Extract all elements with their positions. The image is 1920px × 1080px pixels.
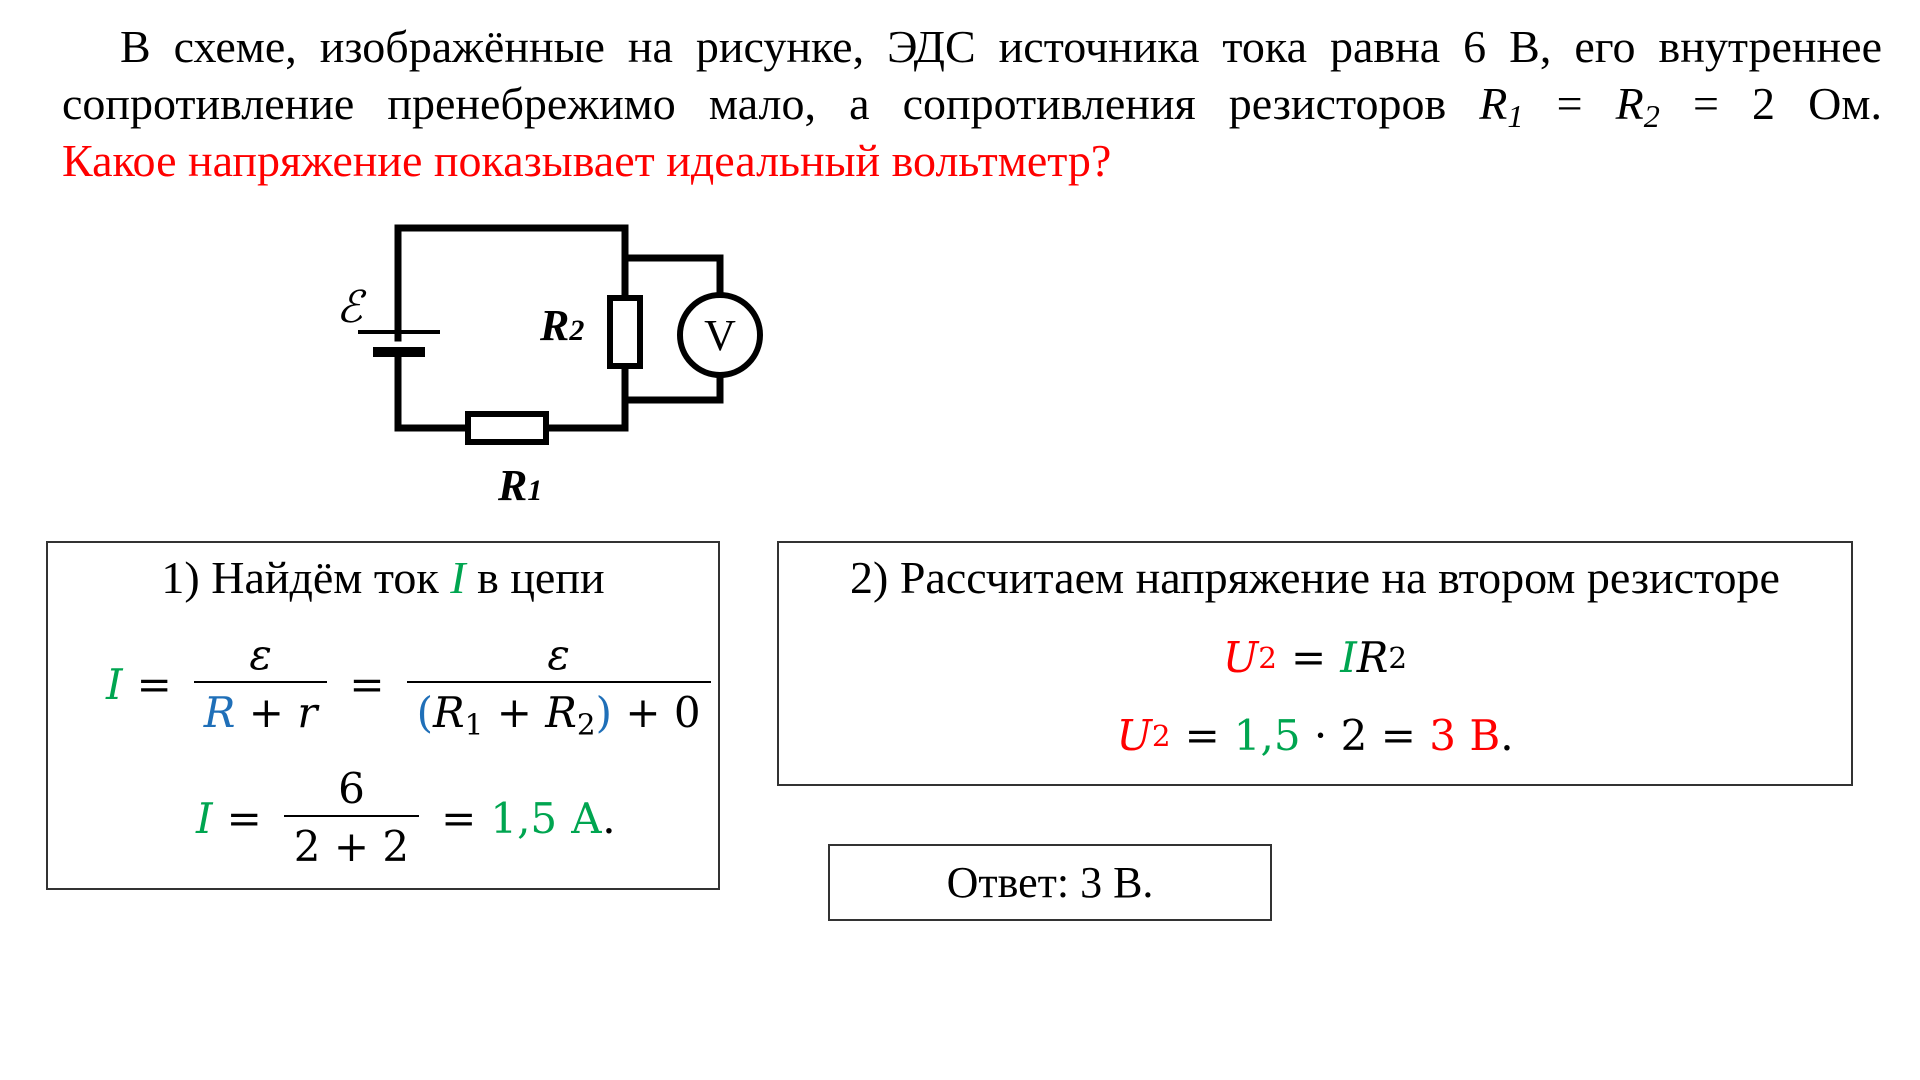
fraction-numerator: ε <box>249 630 272 679</box>
step-1-title-var: I <box>450 552 466 603</box>
plus-sign: + <box>496 688 532 737</box>
current-var: I <box>1340 633 1357 682</box>
wire-split-top <box>621 254 724 299</box>
period: . <box>1500 711 1514 760</box>
equals-sign: = <box>349 659 385 709</box>
formula-r2-sub: 2 <box>1643 98 1660 135</box>
step-1-title: 1) Найдём ток I в цепи <box>48 551 718 604</box>
voltmeter-label: V <box>704 311 736 360</box>
formula-r2-letter: R <box>1615 78 1644 129</box>
fraction-numerator: 6 <box>338 764 365 813</box>
formula-r2: R2 <box>1615 78 1660 132</box>
r2-label-sub: 2 <box>568 314 584 347</box>
answer-text: Ответ: 3 В. <box>946 858 1154 907</box>
internal-resistance-var: r <box>297 688 318 737</box>
step-2-title: 2) Рассчитаем напряжение на втором резис… <box>850 552 1780 603</box>
current-value: 1,5 <box>1233 711 1301 760</box>
step-1-title-prefix: 1) Найдём ток <box>161 552 451 603</box>
equals-sign: = <box>226 793 262 843</box>
formula-r1-letter: R <box>1479 78 1508 129</box>
equals-sign: = <box>441 793 477 843</box>
fraction-denominator: R + r <box>193 681 328 739</box>
r2-sub: 2 <box>576 707 596 742</box>
circuit-diagram: V ℰ R2 R1 <box>336 224 763 510</box>
period: . <box>602 793 616 843</box>
formula-value: = 2 Ом. <box>1659 78 1882 129</box>
equals-sign: = <box>136 659 172 709</box>
multiply-by-two: · 2 = <box>1313 711 1416 760</box>
voltage-result: 3 В <box>1429 711 1501 760</box>
formula-r1-sub: 1 <box>1507 98 1524 135</box>
plus-sign: + <box>248 688 284 737</box>
r2-label-letter: R <box>539 301 569 350</box>
problem-question: Какое напряжение показывает идеальный во… <box>62 135 1112 186</box>
open-paren: ( <box>416 688 434 737</box>
problem-line-2: сопротивление пренебрежимо мало, а сопро… <box>62 75 1882 132</box>
step-1-title-suffix: в цепи <box>465 552 605 603</box>
emf-label: ℰ <box>336 282 367 333</box>
r1-label-letter: R <box>497 461 527 510</box>
answer-box: Ответ: 3 В. <box>828 844 1272 921</box>
problem-line-1: В схеме, изображённые на рисунке, ЭДС ис… <box>120 21 1882 72</box>
r2-label: R2 <box>539 301 584 350</box>
r1-var: R <box>433 688 465 737</box>
wire-bottom-left <box>394 348 474 432</box>
wire-bottom <box>541 396 629 432</box>
r1-label: R1 <box>497 461 542 510</box>
r2-var: R <box>545 688 577 737</box>
problem-statement: В схеме, изображённые на рисунке, ЭДС ис… <box>62 18 1882 189</box>
step-2-box: 2) Рассчитаем напряжение на втором резис… <box>777 541 1853 786</box>
wire-top <box>394 224 629 342</box>
problem-line-2-text: сопротивление пренебрежимо мало, а сопро… <box>62 78 1480 129</box>
fraction-denominator: (R1 + R2) + 0 <box>406 681 711 742</box>
voltage-var: U <box>1222 633 1259 682</box>
fraction-numerator: ε <box>547 630 570 679</box>
r1-sub: 1 <box>464 707 484 742</box>
fraction-six-over-four: 6 2 + 2 <box>283 763 420 873</box>
current-calculation: I = 6 2 + 2 = 1,5 А. <box>196 763 616 873</box>
current-var: I <box>106 659 123 709</box>
r1-label-sub: 1 <box>527 474 542 507</box>
equals-sign: = <box>1290 633 1327 682</box>
current-var: I <box>196 793 213 843</box>
formula-equals: = <box>1523 78 1616 129</box>
resistor-r1 <box>465 411 549 445</box>
fraction-denominator: 2 + 2 <box>283 815 420 873</box>
step-1-box: 1) Найдём ток I в цепи I = ε R + r = ε (… <box>46 541 720 890</box>
current-formula: I = ε R + r = ε (R1 + R2) + 0 <box>106 629 719 739</box>
resistor-r2 <box>607 295 643 369</box>
plus-zero: + 0 <box>625 688 701 737</box>
formula-r1: R1 <box>1479 78 1523 132</box>
fraction-emf-over-sum: ε (R1 + R2) + 0 <box>406 629 711 742</box>
r2-var: R <box>1356 633 1389 682</box>
fraction-emf-over-r: ε R + r <box>193 629 328 739</box>
current-result: 1,5 А <box>490 793 603 843</box>
total-resistance-var: R <box>203 688 236 737</box>
equals-sign: = <box>1184 711 1220 760</box>
voltmeter <box>677 292 763 378</box>
close-paren: ) <box>595 688 612 737</box>
wire-split-bottom <box>621 371 724 404</box>
voltage-var: U <box>1116 711 1152 760</box>
